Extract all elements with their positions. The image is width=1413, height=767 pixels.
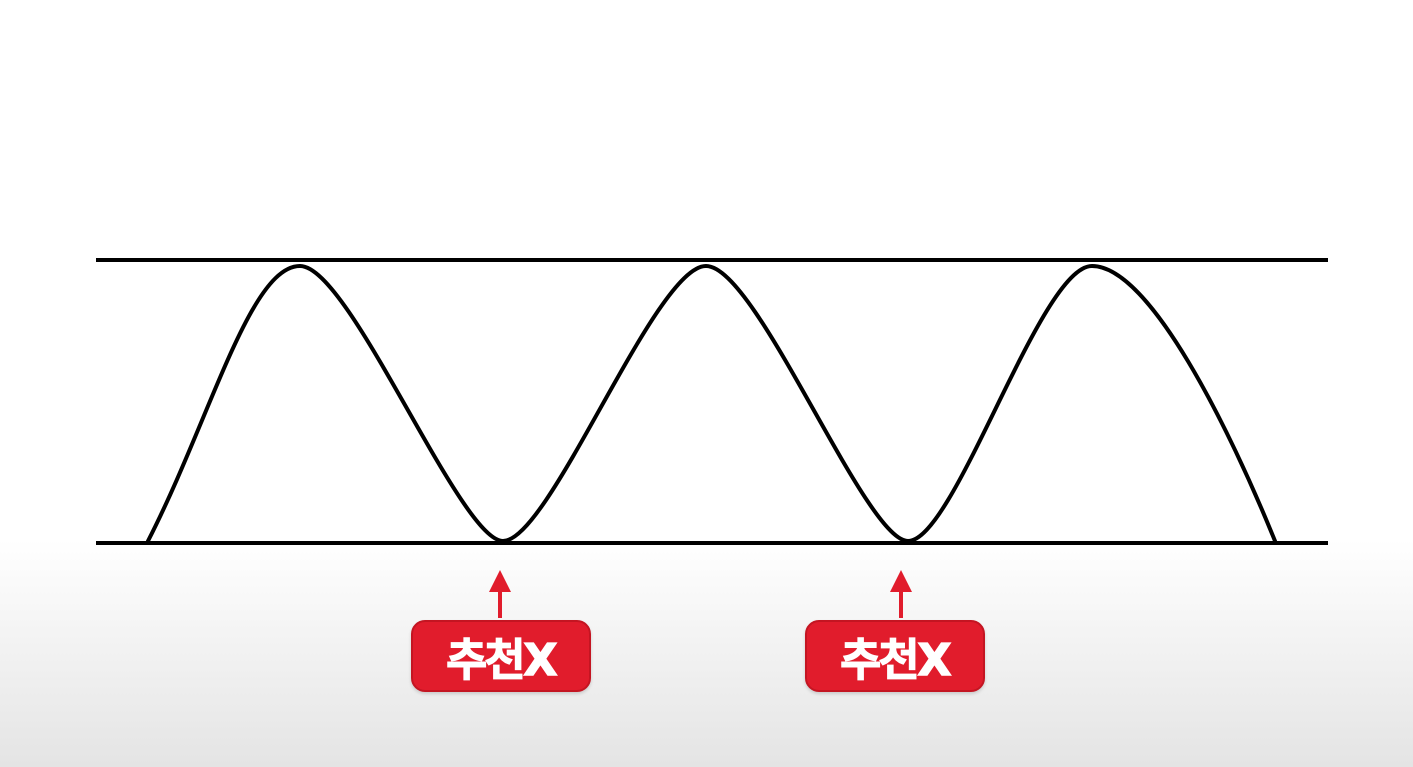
trough-marker-label: 추천X (446, 634, 558, 687)
arrow-up-icon (489, 570, 511, 618)
arrow-up-icon (890, 570, 912, 618)
wave-path (146, 264, 1277, 543)
trough-marker-badge: 추천X (805, 620, 985, 692)
trough-marker-badge: 추천X (411, 620, 591, 692)
trough-marker-label: 추천X (840, 634, 952, 687)
